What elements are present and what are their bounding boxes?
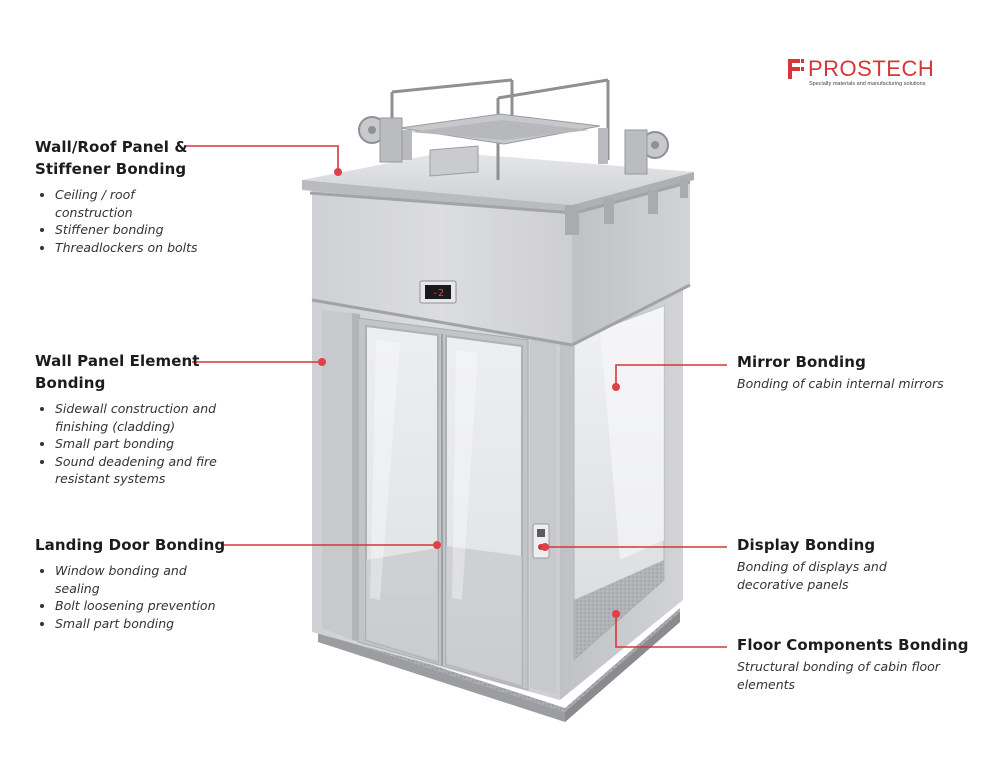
callout-display: Display Bonding Bonding of displays and … [737, 534, 977, 593]
list-item: Ceiling / roof construction [55, 186, 215, 221]
callout-floor-title: Floor Components Bonding [737, 636, 969, 654]
leader-dot-display [541, 543, 549, 551]
leader-dot-wall-roof [334, 168, 342, 176]
prostech-logo-name: PROSTECH [808, 56, 935, 81]
list-item: Small part bonding [55, 435, 245, 453]
callout-wall-roof-title: Wall/Roof Panel & Stiffener Bonding [35, 138, 188, 178]
leader-dot-mirror [612, 383, 620, 391]
callout-landing-door: Landing Door Bonding Window bonding and … [35, 534, 235, 632]
header-box-side [572, 175, 690, 345]
callout-display-title: Display Bonding [737, 536, 876, 554]
leader-dot-floor [612, 610, 620, 618]
callout-display-desc: Bonding of displays and decorative panel… [737, 559, 887, 592]
prostech-logo-tagline: Specialty materials and manufacturing so… [809, 81, 926, 87]
leader-wall-roof [184, 145, 339, 172]
list-item: Bolt loosening prevention [55, 597, 235, 615]
leader-dot-landing-door [433, 541, 441, 549]
side-floor [574, 560, 664, 660]
header-box-front [312, 190, 572, 345]
callout-floor: Floor Components Bonding Structural bond… [737, 634, 977, 693]
callout-mirror: Mirror Bonding Bonding of cabin internal… [737, 351, 977, 393]
list-item: Sound deadening and fire resistant syste… [55, 453, 245, 488]
list-item: Small part bonding [55, 615, 235, 633]
callout-mirror-title: Mirror Bonding [737, 353, 866, 371]
callout-mirror-desc: Bonding of cabin internal mirrors [737, 376, 944, 391]
callout-wall-panel: Wall Panel Element Bonding Sidewall cons… [35, 350, 235, 488]
callout-floor-desc: Structural bonding of cabin floor elemen… [737, 659, 940, 692]
leader-dot-wall-panel [318, 358, 326, 366]
callout-landing-door-title: Landing Door Bonding [35, 536, 226, 554]
callout-wall-roof-list: Ceiling / roof construction Stiffener bo… [35, 186, 215, 256]
prostech-logo: PROSTECH Specialty materials and manufac… [786, 57, 936, 91]
list-item: Stiffener bonding [55, 221, 215, 239]
floor-indicator-text: -2 [432, 288, 444, 299]
callout-wall-panel-list: Sidewall construction and finishing (cla… [35, 400, 245, 488]
callout-wall-panel-title: Wall Panel Element Bonding [35, 352, 200, 392]
prostech-logo-mark [788, 59, 804, 79]
leader-floor [615, 614, 727, 648]
list-item: Sidewall construction and finishing (cla… [55, 400, 245, 435]
list-item: Threadlockers on bolts [55, 239, 215, 257]
callout-wall-roof: Wall/Roof Panel & Stiffener Bonding Ceil… [35, 136, 215, 256]
leader-lines [184, 145, 727, 648]
leader-mirror [615, 364, 727, 387]
callout-landing-door-list: Window bonding and sealing Bolt loosenin… [35, 562, 235, 632]
list-item: Window bonding and sealing [55, 562, 195, 597]
